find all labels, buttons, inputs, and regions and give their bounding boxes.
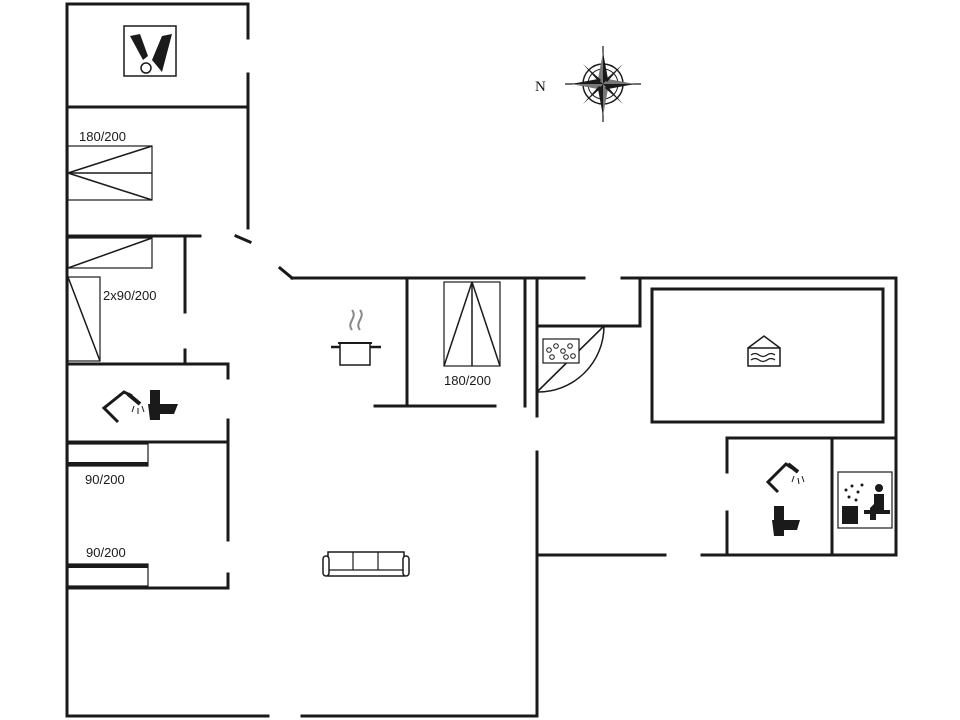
bed-label-single-upper: 90/200 — [85, 472, 125, 487]
bed-label-double-top: 180/200 — [79, 129, 126, 144]
bed-label-twin: 2x90/200 — [103, 288, 157, 303]
sofa-icon — [322, 551, 410, 577]
door-swing — [536, 324, 605, 393]
sauna-icon — [837, 471, 893, 529]
bed-single-lower — [67, 563, 149, 587]
bed-twin-side — [67, 276, 101, 362]
utility-room-icon — [123, 25, 177, 77]
north-label: N — [535, 79, 546, 95]
whirlpool-icon — [542, 338, 580, 364]
walls — [65, 2, 898, 718]
shower-icon — [101, 390, 145, 424]
toilet-icon — [148, 390, 178, 420]
compass-rose-icon — [565, 46, 641, 122]
bed-twin-upper — [67, 237, 153, 269]
bed-label-double-middle: 180/200 — [444, 373, 491, 388]
shower-icon — [765, 462, 805, 494]
kitchen-pot-icon — [331, 309, 381, 366]
bed-double-middle — [443, 281, 501, 367]
bed-label-single-lower: 90/200 — [86, 545, 126, 560]
bed-double-top — [67, 145, 153, 201]
pool-basin — [650, 287, 885, 424]
toilet-icon — [772, 506, 800, 536]
bed-single-upper — [67, 443, 149, 467]
pool-icon — [747, 335, 781, 367]
